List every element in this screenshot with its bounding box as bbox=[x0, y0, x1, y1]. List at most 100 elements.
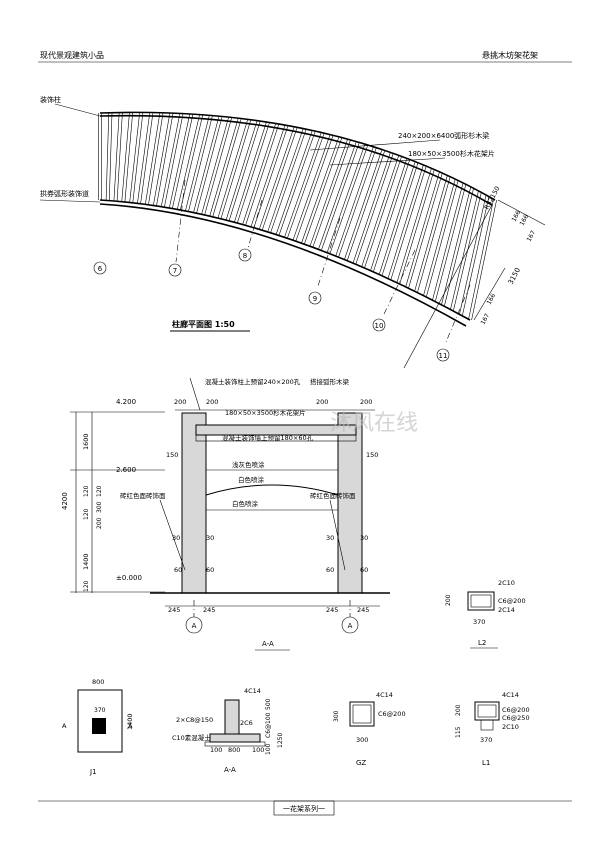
plan-slat-edge bbox=[459, 195, 487, 316]
l2-stirrup bbox=[470, 594, 492, 608]
dim-150-b: 150 bbox=[366, 451, 378, 459]
plan-slat-edge bbox=[168, 113, 191, 209]
note-red-left: 砖红色面砖饰面 bbox=[120, 491, 166, 500]
axis-bubble-11: 11 bbox=[436, 348, 450, 362]
l1-stirrup bbox=[477, 704, 497, 718]
axis-bubble-7: 7 bbox=[168, 263, 182, 277]
elevation-view: 混凝土装饰柱上预留240×200孔 搭接弧形木梁 180×50×3500杉木花架… bbox=[61, 377, 390, 651]
leader-slat bbox=[329, 157, 446, 166]
dim-30-d: 30 bbox=[360, 534, 368, 542]
plan-slat-edge bbox=[132, 112, 144, 203]
plan-slat-edge bbox=[140, 112, 154, 204]
plan-slat-edge bbox=[185, 115, 210, 212]
plan-inner-arc bbox=[99, 199, 471, 321]
plan-slat-edge bbox=[242, 123, 276, 225]
gz-top: 4C14 bbox=[376, 691, 393, 699]
j1-mark-left: A bbox=[62, 722, 67, 730]
dim-30-b: 30 bbox=[206, 534, 214, 542]
section-label-aa: A-A bbox=[262, 640, 274, 648]
l2-w: 370 bbox=[473, 618, 485, 626]
plan-slat-edge bbox=[176, 114, 200, 210]
detail-aa: 4C14 2C6 2×C8@150 C10素混凝土 500 C6@100 125… bbox=[172, 687, 284, 774]
l1-web bbox=[480, 719, 494, 731]
axis-bubble-10: 10 bbox=[372, 318, 386, 332]
plan-slat-edge bbox=[408, 172, 443, 288]
detail-l1: 4C14 C6@200 C6@250 2C10 200 115 370 L1 bbox=[455, 691, 530, 767]
leader-note-top bbox=[189, 377, 201, 411]
plan-slat-edge bbox=[326, 144, 366, 254]
plan-slat-edge bbox=[295, 134, 334, 241]
label-beam: 240×200×6400弧形杉木梁 bbox=[398, 131, 489, 140]
note-slat: 180×50×3500杉木花架片 bbox=[225, 408, 306, 417]
gz-outline bbox=[349, 701, 375, 727]
plan-slat-edge bbox=[471, 199, 497, 321]
footer-box bbox=[273, 800, 335, 816]
aa-base bbox=[204, 741, 266, 747]
plan-slat-edge bbox=[361, 155, 399, 268]
level-top: 4.200 bbox=[116, 398, 136, 406]
note-paint-2: 白色喷涂 bbox=[238, 475, 265, 484]
plan-slat-edge bbox=[370, 158, 408, 272]
plan-slat-edge bbox=[201, 117, 229, 215]
plan-slat-edge bbox=[156, 113, 174, 206]
dim-60-d: 60 bbox=[360, 566, 368, 574]
plan-slat-edge bbox=[124, 112, 133, 202]
watermark: 沐风在线 bbox=[330, 411, 418, 436]
plan-slats bbox=[98, 112, 497, 321]
header-left-title: 现代景观建筑小品 bbox=[40, 50, 104, 60]
plan-title: 柱廊平面图 1:50 bbox=[172, 319, 235, 329]
plan-slat-edge bbox=[301, 137, 340, 244]
plan-slat-edge bbox=[121, 112, 130, 202]
plan-slat-edge bbox=[267, 128, 304, 233]
l2-label: L2 bbox=[478, 639, 486, 647]
aa-side3: 1250 bbox=[277, 733, 284, 748]
note-top-left: 混凝土装饰柱上预留240×200孔 bbox=[205, 377, 301, 386]
l1-h2: 115 bbox=[455, 726, 462, 738]
plan-slat-edge bbox=[237, 122, 270, 223]
dim-166-a: 166 bbox=[511, 209, 523, 223]
j1-column bbox=[92, 718, 106, 734]
plan-slat-edge bbox=[338, 147, 377, 257]
plan-slat-edge bbox=[343, 149, 383, 261]
plan-slat-edge bbox=[109, 112, 113, 201]
axis-line-9 bbox=[317, 217, 341, 287]
plan-slat-edge bbox=[335, 147, 374, 257]
l1-bot: 2C10 bbox=[502, 723, 519, 731]
plan-slat-edge bbox=[258, 126, 295, 230]
note-paint-3: 白色喷涂 bbox=[232, 499, 259, 508]
aa-d3: 100 bbox=[252, 746, 264, 754]
dim-3150: 3150 bbox=[507, 266, 522, 285]
plan-slat-edge bbox=[116, 112, 123, 202]
gz-h: 300 bbox=[333, 710, 340, 722]
beam-lower bbox=[195, 434, 357, 442]
j1-outline bbox=[77, 689, 123, 753]
plan-slat-edge bbox=[462, 195, 490, 316]
svg-text:7: 7 bbox=[173, 267, 177, 275]
plan-outer-arc bbox=[99, 111, 496, 201]
svg-text:10: 10 bbox=[375, 322, 384, 330]
dim-60-b: 60 bbox=[206, 566, 214, 574]
plan-slat-edge bbox=[160, 113, 181, 207]
left-column bbox=[181, 412, 207, 594]
dim-150-a: 150 bbox=[166, 451, 178, 459]
plan-slat-edge bbox=[405, 172, 440, 288]
plan-slat-edge bbox=[145, 112, 161, 205]
note-red-right: 砖红色面砖饰面 bbox=[310, 491, 356, 500]
vdim-120-a: 120 bbox=[83, 485, 90, 497]
aa-side2: C6@100 bbox=[265, 712, 272, 738]
dim-60-c: 60 bbox=[326, 566, 334, 574]
l1-top: 4C14 bbox=[502, 691, 519, 699]
label-arc-band: 拱券弧形装饰道 bbox=[40, 189, 89, 198]
vdim-4200: 4200 bbox=[61, 492, 69, 510]
l1-mid1: C6@200 bbox=[502, 706, 530, 714]
aa-d1: 100 bbox=[210, 746, 222, 754]
plan-slat-edge bbox=[220, 119, 252, 219]
dim-200-d: 200 bbox=[360, 398, 372, 406]
dim-200-a: 200 bbox=[174, 398, 186, 406]
axis-line-7 bbox=[175, 179, 186, 263]
axis-line-10 bbox=[383, 249, 416, 315]
aa-top: 4C14 bbox=[244, 687, 261, 695]
plan-slat-edge bbox=[387, 165, 424, 280]
plan-inner-arc-2 bbox=[99, 203, 467, 327]
gz-mid: C6@200 bbox=[378, 710, 406, 718]
